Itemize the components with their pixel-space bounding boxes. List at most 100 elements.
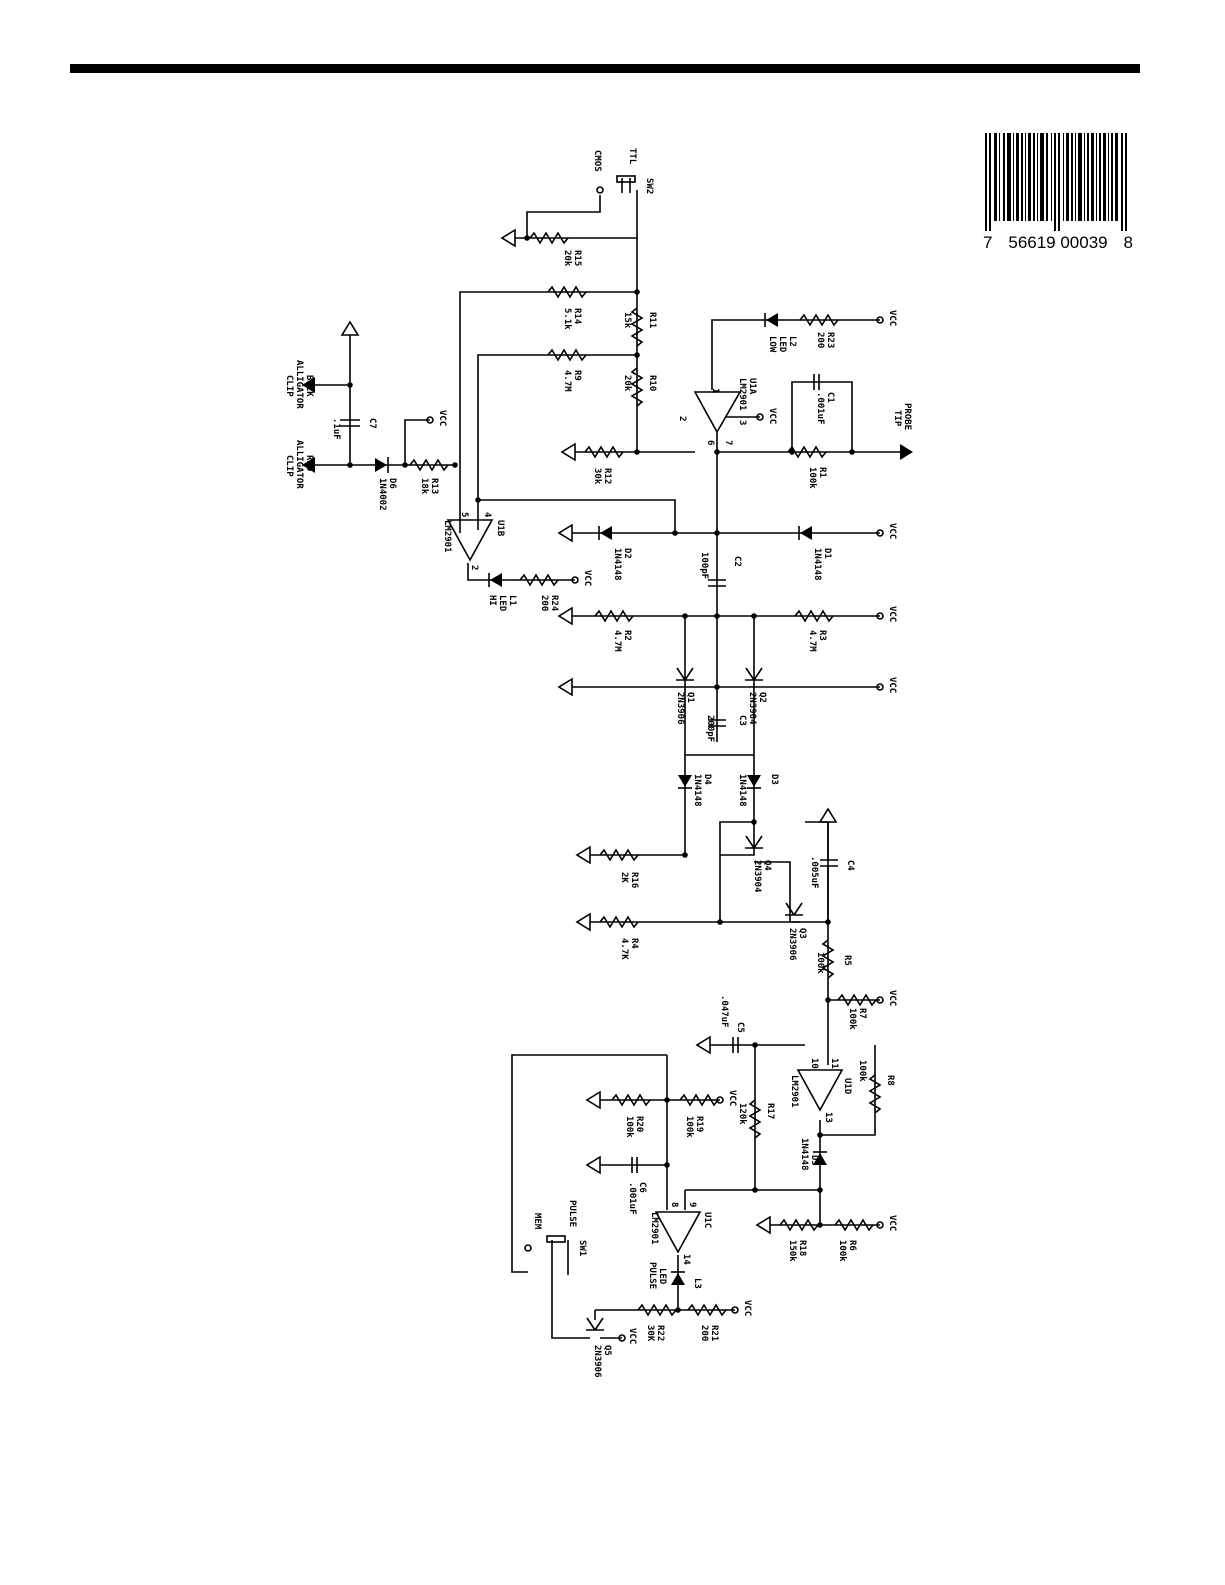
pin-11: 11 — [829, 1058, 839, 1069]
barcode-middle-digits: 56619 00039 — [1008, 233, 1108, 252]
pin-1: 1 — [710, 388, 720, 393]
label-d2-value: 1N4148 — [612, 548, 622, 581]
label-l1-led: LED — [497, 595, 507, 612]
vcc-terminals — [426, 316, 884, 1342]
label-r23-value: 200 — [815, 332, 825, 348]
label-c7-value: .1uF — [331, 418, 341, 440]
label-r5: R5 — [842, 955, 852, 966]
label-r21-value: 200 — [699, 1325, 709, 1341]
label-tip: TIP — [892, 410, 902, 427]
label-r15-value: 20k — [562, 250, 572, 267]
label-l3: L3 — [692, 1278, 702, 1289]
label-vcc: VCC — [887, 677, 897, 693]
label-q5: Q5 — [602, 1345, 612, 1356]
label-r5-value: 100k — [815, 952, 825, 974]
label-c6-value: .001uF — [627, 1182, 637, 1215]
label-d6-value: 1N4002 — [377, 478, 387, 511]
pin-7: 7 — [723, 440, 733, 445]
label-r11-value: 15k — [622, 312, 632, 329]
label-r3: R3 — [817, 630, 827, 641]
label-r7-value: 100k — [847, 1008, 857, 1030]
label-r13-value: 18k — [419, 478, 429, 495]
label-sw1: SW1 — [577, 1240, 587, 1256]
label-vcc: VCC — [887, 1215, 897, 1231]
label-d3: D3 — [769, 774, 779, 785]
label-l2-led: LED — [777, 336, 787, 353]
label-r3-value: 4.7M — [807, 630, 817, 652]
label-d3-value: 1N4148 — [737, 774, 747, 807]
label-r12-value: 30k — [592, 468, 602, 485]
label-r20-value: 100k — [624, 1116, 634, 1138]
label-r19-value: 100k — [684, 1116, 694, 1138]
label-r2-value: 4.7M — [612, 630, 622, 652]
label-r2: R2 — [622, 630, 632, 641]
label-c2-value: 100pF — [699, 552, 709, 579]
label-r18: R18 — [797, 1240, 807, 1256]
label-c1: C1 — [825, 392, 835, 403]
label-q2: Q2 — [757, 692, 767, 703]
label-vcc: VCC — [767, 408, 777, 424]
label-l3-pulse: PULSE — [647, 1262, 657, 1289]
label-u1c: U1C — [702, 1212, 712, 1228]
pin-2: 2 — [469, 565, 479, 570]
label-r22-value: 30K — [645, 1325, 655, 1342]
label-vcc: VCC — [887, 990, 897, 1006]
label-r17-value: 120k — [737, 1103, 747, 1125]
label-red: RED — [304, 455, 314, 472]
label-r10-value: 20k — [622, 375, 632, 392]
label-l2: L2 — [787, 336, 797, 347]
label-blck-alligator: ALLIGATOR — [294, 360, 304, 409]
label-r18-value: 150k — [787, 1240, 797, 1262]
resistors — [409, 231, 882, 1317]
label-q5-value: 2N3906 — [592, 1345, 602, 1378]
label-d4: D4 — [702, 774, 712, 785]
label-vcc: VCC — [887, 606, 897, 622]
label-d2: D2 — [622, 548, 632, 559]
label-c6: C6 — [637, 1182, 647, 1193]
label-l1-hi: HI — [487, 595, 497, 606]
label-u1d-part: LM2901 — [789, 1075, 799, 1108]
transistors — [586, 667, 803, 1331]
label-d5-value: 1N4148 — [799, 1138, 809, 1171]
diodes — [375, 313, 827, 1285]
label-blck: BLCK — [304, 375, 314, 397]
pin-5: 5 — [459, 512, 469, 517]
label-r14-value: 5.1k — [562, 308, 572, 330]
label-d6: D6 — [387, 478, 397, 489]
label-r13: R13 — [429, 478, 439, 494]
label-q1-value: 2N3906 — [675, 692, 685, 725]
label-c3-value: 200pF — [705, 715, 715, 742]
label-sw2: SW2 — [644, 178, 654, 194]
label-d4-value: 1N4148 — [692, 774, 702, 807]
label-r1: R1 — [817, 467, 827, 478]
label-r6-value: 100k — [837, 1240, 847, 1262]
label-c7: C7 — [367, 418, 377, 429]
label-c2: C2 — [732, 556, 742, 567]
top-rule — [70, 64, 1140, 73]
label-c4: C4 — [845, 860, 855, 871]
label-c1-value: .001uF — [815, 392, 825, 425]
label-r9: R9 — [572, 370, 582, 381]
label-r4-value: 4.7K — [619, 938, 629, 960]
pin-2: 2 — [677, 416, 687, 421]
label-vcc: VCC — [887, 310, 897, 326]
pin-13: 13 — [823, 1112, 833, 1123]
pin-4: 4 — [482, 512, 492, 518]
label-ttl: TTL — [627, 148, 637, 165]
label-q1: Q1 — [685, 692, 695, 703]
label-c5: C5 — [735, 1022, 745, 1033]
label-q3-value: 2N3906 — [787, 928, 797, 961]
op-amps — [446, 391, 844, 1254]
labels: CMOS TTL SW2 R15 20k R14 5.1k R11 15k R9… — [284, 148, 912, 1378]
label-c3: C3 — [737, 715, 747, 726]
pin-10: 10 — [809, 1058, 819, 1069]
label-mem: MEM — [532, 1213, 542, 1230]
label-vcc: VCC — [582, 570, 592, 586]
label-vcc: VCC — [742, 1300, 752, 1316]
label-r11: R11 — [647, 312, 657, 328]
label-r20: R20 — [634, 1116, 644, 1132]
label-r7: R7 — [857, 1008, 867, 1019]
label-u1a: U1A — [747, 378, 757, 395]
label-d1-value: 1N4148 — [812, 548, 822, 581]
